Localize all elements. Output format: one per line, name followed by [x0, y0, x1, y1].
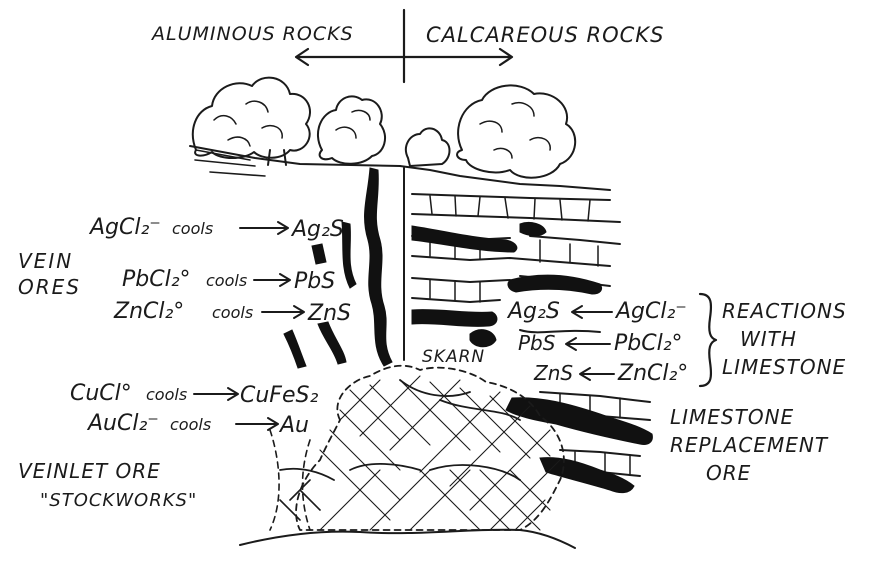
reactions-brace	[700, 294, 716, 386]
verb-label: cools	[172, 219, 213, 238]
arrow-icon	[236, 418, 278, 430]
limestone-reactions: Ag₂S AgCl₂⁻ PbS PbCl₂° ZnS ZnCl₂°	[506, 299, 688, 386]
product-label: ZnS	[533, 361, 573, 385]
verb-label: cools	[212, 303, 253, 322]
product-label: ZnS	[307, 301, 351, 326]
reactions-label-line3: LIMESTONE	[722, 355, 846, 379]
reactant-label: PbCl₂°	[122, 267, 191, 292]
vein-ores-label-line2: ORES	[18, 275, 81, 299]
reactant-label: AgCl₂⁻	[88, 215, 161, 240]
arrow-icon	[194, 388, 238, 400]
reactant-label: ZnCl₂°	[113, 299, 184, 324]
reactions-label-line2: WITH	[740, 327, 797, 351]
header-right-label: CALCAREOUS ROCKS	[426, 23, 664, 47]
limestone-reaction-zinc: ZnS ZnCl₂°	[533, 361, 688, 386]
replacement-label-line2: REPLACEMENT	[670, 433, 829, 457]
reaction-silver: AgCl₂⁻ cools Ag₂S	[88, 215, 344, 242]
veinlet-ore-label-line2: "STOCKWORKS"	[40, 490, 197, 511]
reactant-label: AuCl₂⁻	[86, 411, 159, 436]
reactant-label: CuCl°	[70, 381, 132, 406]
limestone-reaction-silver: Ag₂S AgCl₂⁻	[506, 299, 687, 324]
arrow-icon	[254, 274, 290, 286]
verb-label: cools	[206, 271, 247, 290]
reaction-lead: PbCl₂° cools PbS	[122, 267, 335, 294]
limestone-reaction-lead: PbS PbCl₂°	[518, 331, 683, 356]
reactant-label: ZnCl₂°	[617, 361, 688, 386]
product-label: PbS	[518, 331, 556, 355]
arrow-icon	[262, 306, 304, 318]
product-label: CuFeS₂	[240, 383, 318, 408]
header-left-label: ALUMINOUS ROCKS	[150, 23, 354, 45]
replacement-label-line1: LIMESTONE	[670, 405, 794, 429]
product-label: Ag₂S	[290, 217, 344, 242]
veinlet-ore-label-line1: VEINLET ORE	[18, 459, 161, 483]
verb-label: cools	[146, 385, 187, 404]
replacement-label-line3: ORE	[706, 461, 751, 485]
cooling-reactions: AgCl₂⁻ cools Ag₂S PbCl₂° cools PbS ZnCl₂…	[70, 215, 351, 438]
reactions-label-line1: REACTIONS	[722, 299, 847, 323]
product-label: Au	[278, 413, 309, 438]
vein-ores-label-line1: VEIN	[18, 249, 73, 273]
product-label: PbS	[294, 269, 335, 294]
reaction-zinc: ZnCl₂° cools ZnS	[113, 299, 351, 326]
skarn-label: SKARN	[422, 347, 485, 367]
reactant-label: AgCl₂⁻	[614, 299, 687, 324]
reactant-label: PbCl₂°	[614, 331, 683, 356]
arrow-icon	[580, 368, 614, 380]
arrow-icon	[566, 338, 610, 350]
arrow-icon	[240, 222, 288, 234]
reaction-gold: AuCl₂⁻ cools Au	[86, 411, 309, 438]
vegetation-outlines	[193, 78, 575, 178]
arrow-icon	[572, 306, 612, 318]
product-label: Ag₂S	[506, 299, 560, 324]
verb-label: cools	[170, 415, 211, 434]
reaction-copper: CuCl° cools CuFeS₂	[70, 381, 318, 408]
